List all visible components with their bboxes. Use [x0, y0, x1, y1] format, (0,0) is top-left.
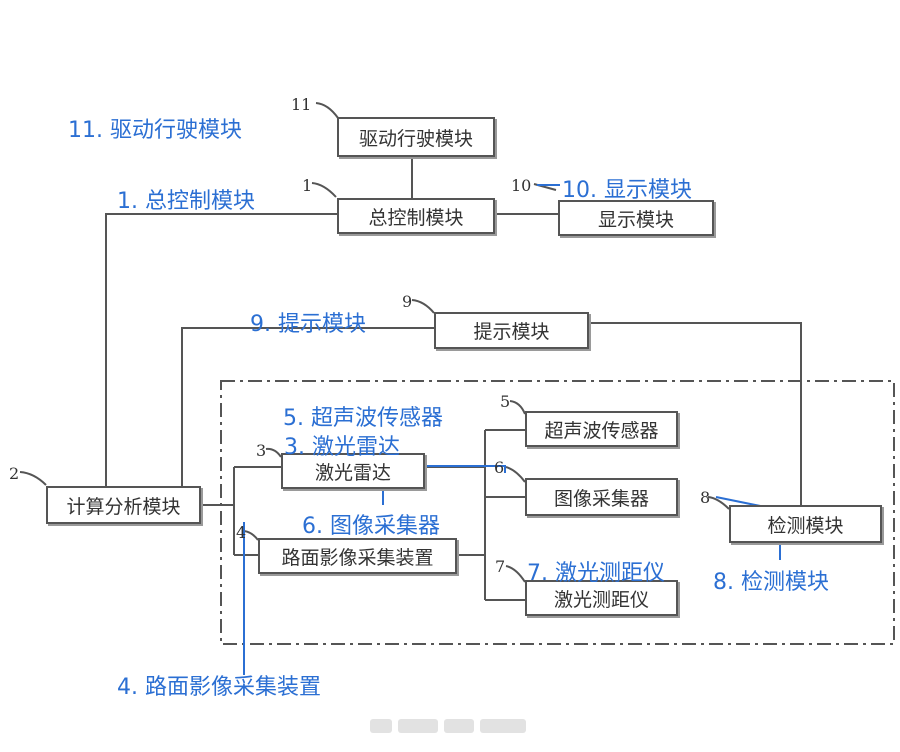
- lidar-number: 3: [256, 441, 267, 460]
- image-collector-box: 图像采集器: [525, 478, 678, 516]
- annotation-road: 4. 路面影像采集装置: [117, 675, 321, 700]
- compute-module-box: 计算分析模块: [46, 486, 201, 524]
- annotation-display: 10. 显示模块: [562, 178, 692, 203]
- prompt-module-label: 提示模块: [473, 321, 550, 343]
- detect-module-label: 检测模块: [767, 514, 844, 537]
- annotation-drive: 11. 驱动行驶模块: [68, 118, 242, 143]
- annotation-image: 6. 图像采集器: [302, 514, 440, 539]
- watermark-bar: [370, 715, 530, 737]
- compute-module-label: 计算分析模块: [66, 495, 181, 518]
- road-image-device-label: 路面影像采集装置: [281, 546, 434, 569]
- control-module-label: 总控制模块: [368, 206, 464, 229]
- lidar-box: 激光雷达: [281, 453, 425, 489]
- detect-module-number: 8: [700, 488, 711, 507]
- laser-rangefinder-label: 激光测距仪: [553, 588, 649, 611]
- detect-module-box: 检测模块: [729, 505, 882, 543]
- road-image-device-number: 4: [236, 523, 247, 542]
- laser-rangefinder-box: 激光测距仪: [525, 580, 678, 616]
- control-module-box: 总控制模块: [337, 198, 495, 234]
- ultrasonic-sensor-number: 5: [500, 392, 511, 411]
- image-collector-label: 图像采集器: [553, 487, 649, 510]
- annotation-detect: 8. 检测模块: [713, 570, 829, 595]
- display-module-label: 显示模块: [597, 208, 674, 231]
- ultrasonic-sensor-box: 超声波传感器: [525, 411, 678, 447]
- display-module-number: 10: [511, 176, 532, 195]
- image-collector-number: 6: [494, 458, 505, 477]
- annotation-prompt: 9. 提示模块: [250, 312, 366, 337]
- ultrasonic-sensor-label: 超声波传感器: [544, 419, 659, 442]
- control-module-number: 1: [302, 176, 313, 195]
- prompt-module-number: 9: [402, 292, 413, 311]
- lidar-label: 激光雷达: [314, 461, 391, 484]
- annotation-rangefinder: 7. 激光测距仪: [527, 561, 665, 586]
- road-image-device-box: 路面影像采集装置: [258, 538, 457, 574]
- laser-rangefinder-number: 7: [495, 557, 506, 576]
- sensor-group-border: [220, 380, 895, 645]
- prompt-module-box: 提示模块: [434, 312, 589, 349]
- drive-module-label: 驱动行驶模块: [358, 127, 473, 150]
- drive-module-number: 11: [291, 95, 312, 114]
- annotation-control: 1. 总控制模块: [117, 189, 255, 214]
- drive-module-box: 驱动行驶模块: [337, 117, 495, 157]
- annotation-lidar: 3. 激光雷达: [284, 435, 400, 460]
- compute-module-number: 2: [9, 464, 20, 483]
- display-module-box: 显示模块: [558, 200, 714, 236]
- annotation-ultrasonic: 5. 超声波传感器: [283, 406, 443, 431]
